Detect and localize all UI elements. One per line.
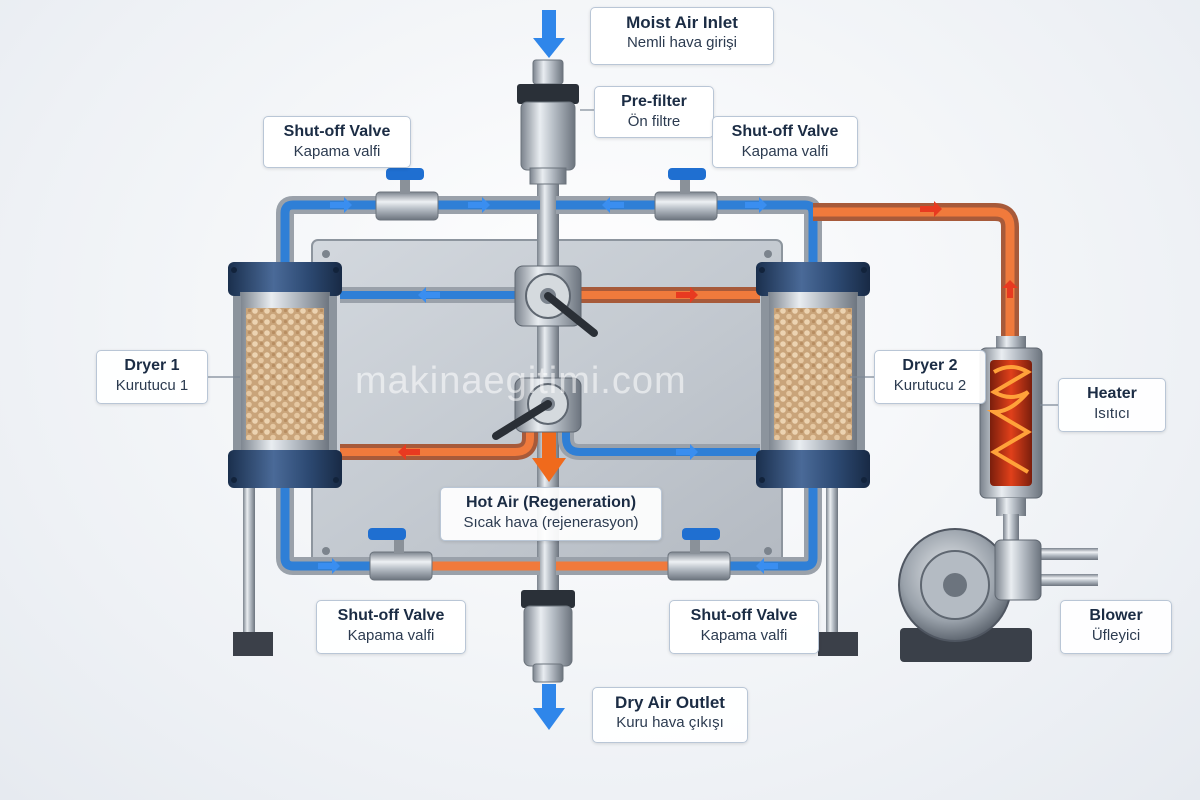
valve-bottom-right [667,528,731,581]
label-shutoff-top-right: Shut-off Valve Kapama valfi [712,116,858,168]
arrow-right-icon [745,197,767,213]
heater-unit [979,336,1043,516]
hot-line-to-heater [813,203,1019,345]
label-shutoff-bottom-left: Shut-off Valve Kapama valfi [316,600,466,654]
support-legs [233,488,858,656]
diverter-valve-lower [492,377,582,440]
label-shutoff-top-left: Shut-off Valve Kapama valfi [263,116,411,168]
valve-top-right [654,168,718,221]
label-dry-air-outlet: Dry Air Outlet Kuru hava çıkışı [592,687,748,743]
panel-bolts [322,250,772,555]
diverter-valve-upper [514,265,598,337]
pre-filter [517,59,579,185]
label-moist-air-inlet: Moist Air Inlet Nemli hava girişi [590,7,774,65]
arrow-left-icon [398,444,420,460]
label-pre-filter: Pre-filter Ön filtre [594,86,714,138]
inlet-arrow-icon [533,10,565,58]
arrow-left-icon [602,197,624,213]
label-hot-air: Hot Air (Regeneration) Sıcak hava (rejen… [440,487,662,541]
dryer-1-tower [228,262,342,488]
arrow-right-icon [920,201,942,217]
valve-top-left [375,168,439,221]
bottom-manifold [276,488,822,575]
outlet-arrow-icon [533,684,565,730]
arrow-right-icon [330,197,352,213]
arrow-right-icon [318,558,340,574]
arrow-left-icon [418,287,440,303]
watermark: makinaegitimi.com [355,360,687,402]
hot-air-arrow-icon [532,430,566,482]
dryer-2-tower [756,262,870,488]
blower-unit [898,528,1098,662]
lower-cross-pipes [340,420,760,460]
label-heater: Heater Isıtıcı [1058,378,1166,432]
label-dryer-2: Dryer 2 Kurutucu 2 [874,350,986,404]
label-shutoff-bottom-right: Shut-off Valve Kapama valfi [669,600,819,654]
valve-bottom-left [368,528,433,581]
arrow-up-icon [1002,280,1018,298]
label-dryer-1: Dryer 1 Kurutucu 1 [96,350,208,404]
flow-arrows [318,197,1018,574]
label-blower: Blower Üfleyici [1060,600,1172,654]
arrow-right-icon [676,444,698,460]
arrow-right-icon [676,287,698,303]
arrow-right-icon [468,197,490,213]
arrow-left-icon [756,558,778,574]
outlet-filter [521,590,575,683]
